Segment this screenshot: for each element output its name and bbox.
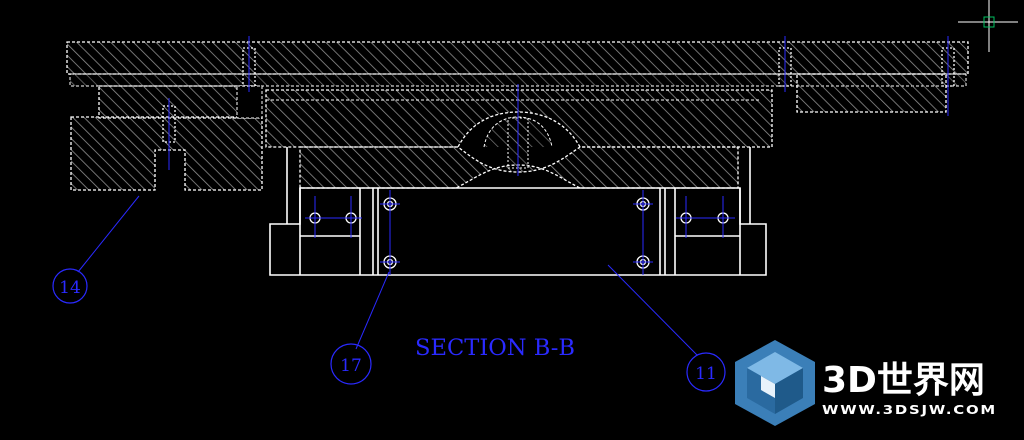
left-bracket [70,85,263,191]
balloon-11-label: 11 [695,364,717,384]
top-plate [66,41,969,87]
section-title: SECTION B-B [415,336,575,361]
leader-lines [77,195,698,356]
watermark-brand: 3D世界网 [822,360,985,401]
watermark-cube-icon [735,340,815,426]
watermark-url: WWW.3DSJW.COM [822,402,997,417]
carrier-plate [265,89,773,148]
balloon-14-label: 14 [59,278,81,298]
balloon-11[interactable]: 11 [686,352,726,392]
balloon-14[interactable]: 14 [52,268,88,304]
crosshair-cursor-icon [958,0,1018,52]
balloon-17[interactable]: 17 [330,343,372,385]
right-block [796,73,947,113]
balloon-17-label: 17 [340,356,362,376]
watermark: 3D世界网 WWW.3DSJW.COM [735,340,997,426]
base-frame [269,147,767,276]
center-lines [168,36,949,275]
